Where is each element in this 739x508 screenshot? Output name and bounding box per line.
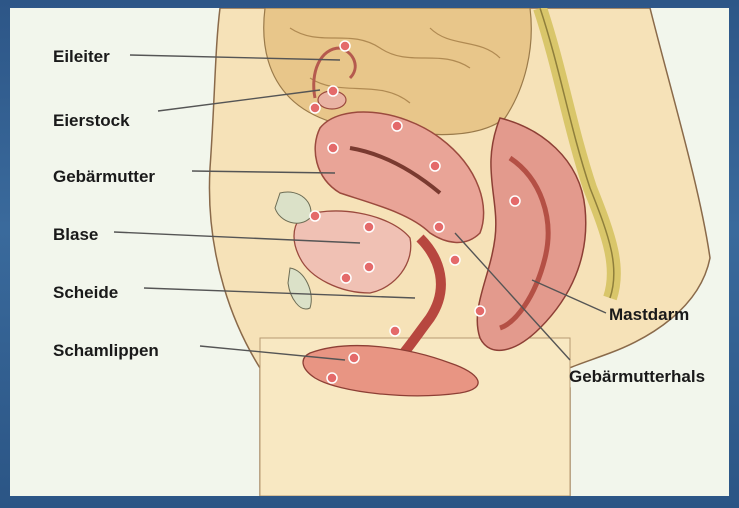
illustration-panel: Eileiter Eierstock Gebärmutter Blase Sch… <box>10 8 729 496</box>
label-eileiter: Eileiter <box>53 48 110 65</box>
label-eierstock: Eierstock <box>53 112 130 129</box>
label-mastdarm: Mastdarm <box>609 306 689 323</box>
label-blase: Blase <box>53 226 98 243</box>
label-schamlippen: Schamlippen <box>53 342 159 359</box>
anatomy-illustration <box>10 8 729 496</box>
label-gebaermutter: Gebärmutter <box>53 168 155 185</box>
label-scheide: Scheide <box>53 284 118 301</box>
label-gebaermutterhals: Gebärmutterhals <box>569 368 705 385</box>
